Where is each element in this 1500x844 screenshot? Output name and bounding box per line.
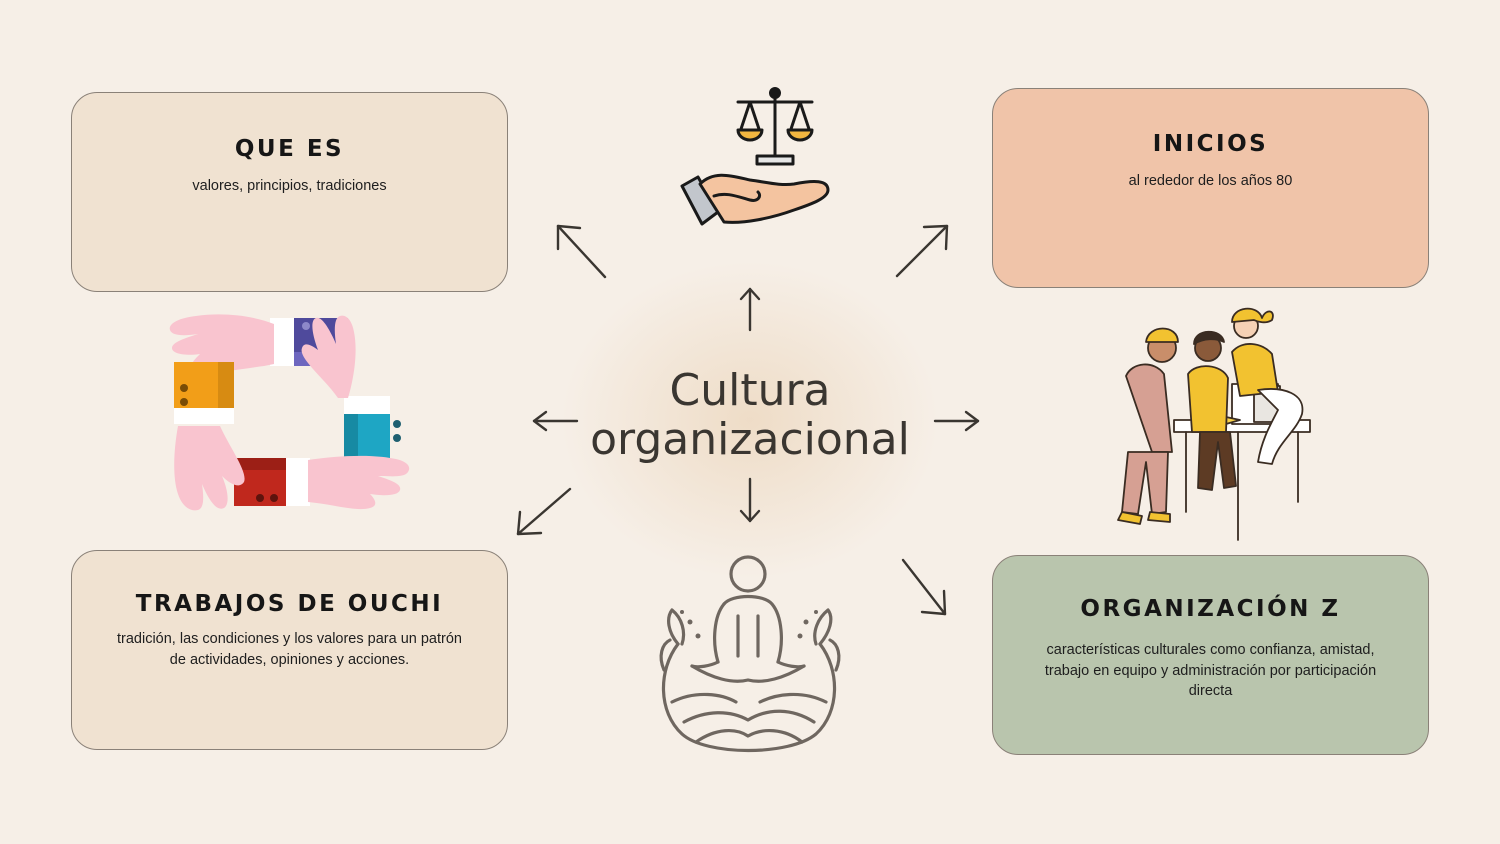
arrow-right-icon	[933, 410, 980, 432]
arrow-down-icon	[739, 477, 761, 523]
hands-teamwork-icon	[169, 314, 410, 511]
arrow-left-icon	[532, 410, 579, 432]
card-inicios: INICIOS al rededor de los años 80	[992, 88, 1429, 288]
team-at-computer-illustration	[1117, 307, 1311, 541]
card-title: ORGANIZACIÓN Z	[1080, 596, 1341, 622]
card-text: al rededor de los años 80	[1128, 173, 1293, 189]
arrow-up-icon	[739, 287, 761, 332]
center-title-line2: organizacional	[590, 414, 910, 465]
arrow-down-right-icon	[901, 558, 947, 616]
arrow-down-left-icon	[516, 487, 572, 536]
meditation-icon	[659, 555, 841, 753]
card-text: valores, principios, tradiciones	[192, 178, 387, 194]
arrow-up-right-icon	[895, 224, 949, 278]
card-title: TRABAJOS DE OUCHI	[135, 591, 444, 617]
justice-scale-hand-icon	[680, 87, 830, 226]
card-que-es: QUE ES valores, principios, tradiciones	[71, 92, 508, 292]
card-text: características culturales como confianz…	[1044, 642, 1377, 699]
card-trabajos-de-ouchi: TRABAJOS DE OUCHI tradición, las condici…	[71, 550, 508, 750]
card-organizacion-z: ORGANIZACIÓN Z características culturale…	[992, 555, 1429, 755]
arrow-up-left-icon	[556, 224, 607, 279]
card-text: tradición, las condiciones y los valores…	[117, 631, 462, 668]
card-title: QUE ES	[234, 136, 345, 162]
card-title: INICIOS	[1152, 131, 1269, 157]
center-title-line1: Cultura	[669, 365, 831, 416]
center-title: Cultura organizacional	[560, 366, 940, 464]
